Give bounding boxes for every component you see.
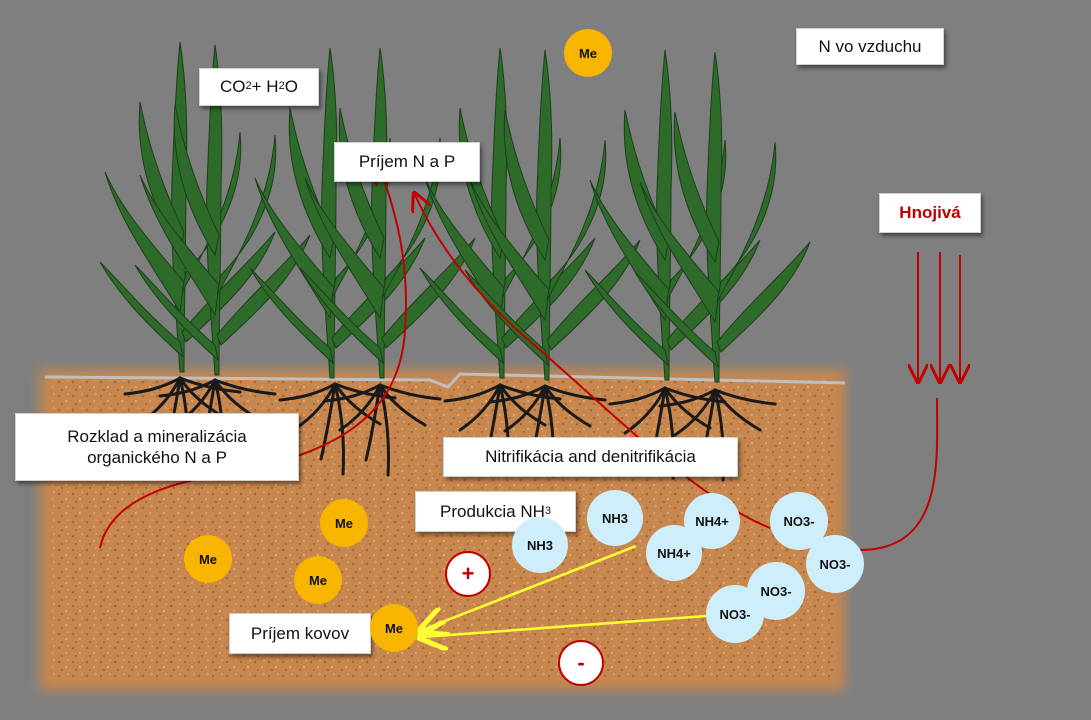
- fertilizers-label: Hnojivá: [879, 193, 981, 233]
- nitrate-uptake-arrow: [415, 195, 771, 529]
- ground-line: [44, 372, 846, 389]
- decomposition-label: Rozklad a mineralizácia organického N a …: [15, 413, 299, 481]
- nitrification-label: Nitrifikácia and denitrifikácia: [443, 437, 738, 477]
- nh4-ion-2: NH4+: [646, 525, 702, 581]
- fertilizer-flow-line: [859, 397, 939, 551]
- yellow-flow-arrows: [422, 544, 707, 637]
- ammonium-to-metal-arrow: [422, 544, 637, 630]
- metal-ion-soil-1: Me: [320, 499, 368, 547]
- nh3-ion-2: NH3: [512, 517, 568, 573]
- decomposition-uptake-arrow: [99, 168, 407, 549]
- uptake-np-label: Príjem N a P: [334, 142, 480, 182]
- metal-ion-soil-2: Me: [184, 535, 232, 583]
- nh3-ion-1: NH3: [587, 490, 643, 546]
- nitrate-to-metal-arrow: [422, 614, 707, 637]
- metal-uptake-label: Príjem kovov: [229, 613, 371, 654]
- nh4-ion-1: NH4+: [684, 493, 740, 549]
- red-flow-arrows: [99, 168, 960, 551]
- metal-ion-uptake: Me: [370, 604, 418, 652]
- n-air-label: N vo vzduchu: [796, 28, 944, 65]
- metal-ion-soil-3: Me: [294, 556, 342, 604]
- no3-ion-4: NO3-: [706, 585, 764, 643]
- metal-ion-air: Me: [564, 29, 612, 77]
- positive-charge-sign: +: [445, 551, 491, 597]
- negative-charge-sign: -: [558, 640, 604, 686]
- no3-ion-2: NO3-: [806, 535, 864, 593]
